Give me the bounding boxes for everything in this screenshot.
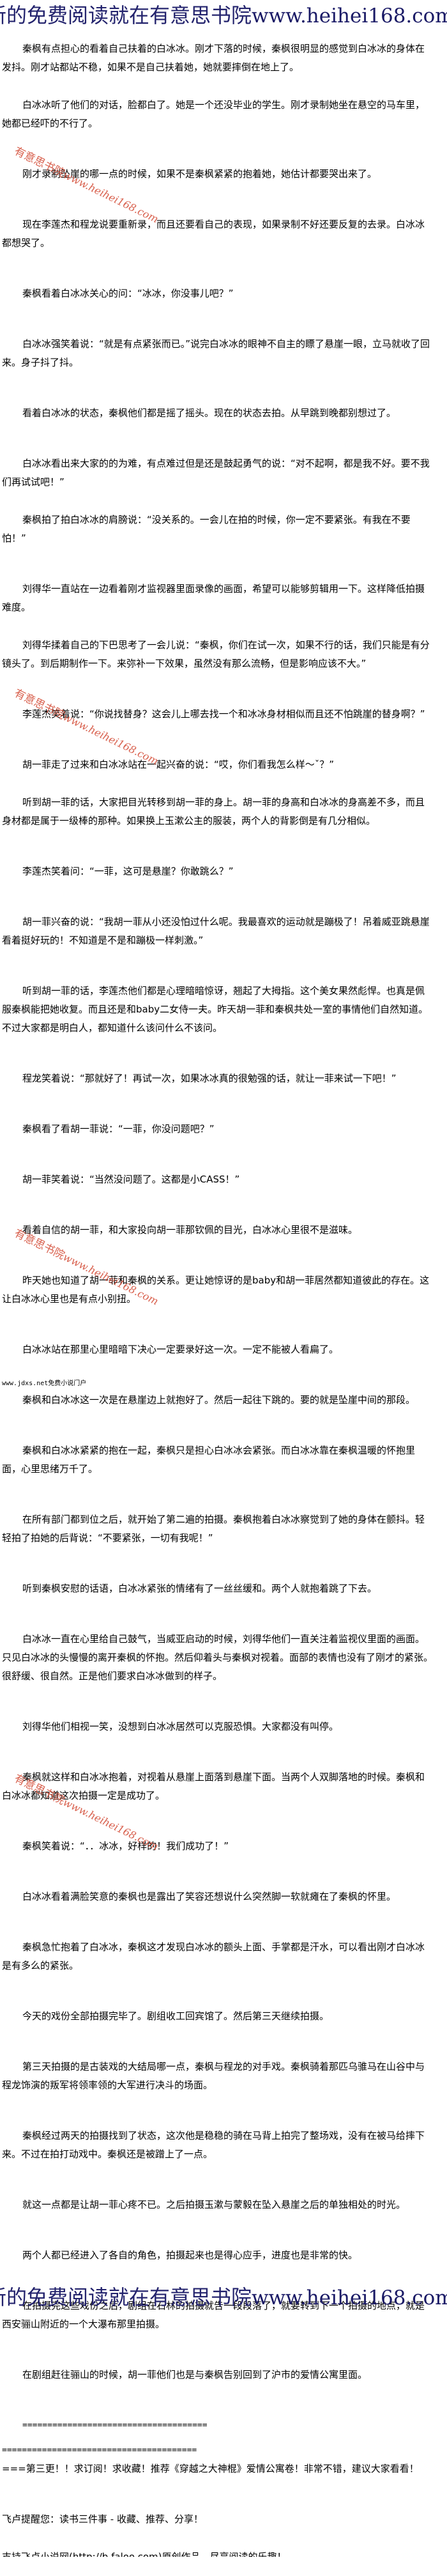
- paragraph: 秦枫看着白冰冰关心的问：“冰冰，你没事儿吧？”: [22, 288, 234, 299]
- paragraph: 昨天她也知道了胡一菲和秦枫的关系。更让她惊讶的是baby和胡一菲居然都知道彼此的…: [2, 1275, 430, 1305]
- divider: =======================================: [2, 2446, 197, 2455]
- paragraph: 胡一菲兴奋的说：“我胡一菲从小还没怕过什么呢。我最喜欢的运动就是蹦极了！吊着威亚…: [2, 916, 430, 946]
- paragraph: 白冰冰站在那里心里暗暗下决心一定要录好这一次。一定不能被人看扁了。: [22, 1344, 339, 1355]
- paragraph: 两个人都已经进入了各自的角色，拍摄起来也是得心应手，进度也是非常的快。: [22, 2249, 358, 2261]
- author-note: ===第三更！！求订阅！求收藏！推荐《穿越之大神棍》爱情公寓卷！非常不错，建议大…: [2, 2463, 419, 2474]
- banner-url[interactable]: www.heihei168.com: [252, 4, 447, 27]
- paragraph: 刘得华一直站在一边看着刚才监视器里面录像的画面，希望可以能够剪辑用一下。这样降低…: [2, 583, 425, 613]
- paragraph: 秦枫经过两天的拍摄找到了状态，这次他是稳稳的骑在马背上拍完了整场戏，没有在被马给…: [2, 2130, 425, 2160]
- paragraph: 秦枫就这样和白冰冰抱着，对视着从悬崖上面落到悬崖下面。当两个人双脚落地的时候。秦…: [2, 1771, 425, 1801]
- paragraph: 秦枫急忙抱着了白冰冰，秦枫这才发现白冰冰的额头上面、手掌都是汗水，可以看出刚才白…: [2, 1941, 425, 1971]
- paragraph: 第三天拍摄的是古装戏的大结局哪一点，秦枫与程龙的对手戏。秦枫骑着那匹乌骓马在山谷…: [2, 2061, 425, 2091]
- paragraph: 秦枫拍了拍白冰冰的肩膀说：“没关系的。一会儿在拍的时候，你一定不要紧张。有我在不…: [2, 514, 411, 544]
- paragraph: 秦枫和白冰冰这一次是在悬崖边上就抱好了。然后一起往下跳的。要的就是坠崖中间的那段…: [22, 1394, 416, 1406]
- paragraph: 今天的戏份全部拍摄完毕了。剧组收工回宾馆了。然后第三天继续拍摄。: [22, 2010, 330, 2022]
- paragraph: 白冰冰看着满脸笑意的秦枫也是露出了笑容还想说什么突然脚一软就瘫在了秦枫的怀里。: [22, 1891, 397, 1902]
- site-banner-top: 新的免费阅读就在有意思书院www.heihei168.com: [0, 1, 447, 29]
- paragraph: 在剧组赶往骊山的时候，胡一菲他们也是与秦枫告别回到了沪市的爱情公寓里面。: [22, 2369, 368, 2380]
- divider: =====================================: [22, 2421, 208, 2430]
- reading-reminder: 飞卢提醒您：读书三件事 - 收藏、推荐、分享！: [2, 2513, 203, 2525]
- paragraph: 秦枫和白冰冰紧紧的抱在一起，秦枫只是担心白冰冰会紧张。而白冰冰靠在秦枫温暖的怀抱…: [2, 1445, 416, 1475]
- paragraph: 刘得华揉着自己的下巴思考了一会儿说：“秦枫，你们在试一次，如果不行的话，我们只能…: [2, 639, 430, 669]
- paragraph: 李莲杰笑着说：“你说找替身？这会儿上哪去找一个和冰冰身材相似而且还不怕跳崖的替身…: [22, 708, 425, 720]
- paragraph: 刚才录制坠崖的哪一点的时候，如果不是秦枫紧紧的抱着她，她估计都要哭出来了。: [22, 168, 377, 180]
- site-note-link[interactable]: www.jdxs.net免费小说门户: [2, 1380, 87, 1387]
- paragraph: 白冰冰强笑着说：“就是有点紧张而已。”说完白冰冰的眼神不自主的瞟了悬崖一眼，立马…: [2, 338, 430, 368]
- banner-url[interactable]: www.heihei168.com: [252, 2286, 447, 2309]
- chapter-content: 秦枫有点担心的看着自己扶着的白冰冰。刚才下落的时候，秦枫很明显的感觉到白冰冰的身…: [2, 40, 434, 2576]
- paragraph: 看着白冰冰的状态，秦枫他们都是摇了摇头。现在的状态去拍。从早跳到晚都别想过了。: [22, 407, 397, 419]
- paragraph: 白冰冰看出来大家的的为难，有点难过但是还是鼓起勇气的说：“对不起啊，都是我不好。…: [2, 458, 430, 488]
- paragraph: 程龙笑着说：“那就好了！再试一次，如果冰冰真的很勉强的话，就让一菲来试一下吧！”: [22, 1073, 397, 1084]
- paragraph: 听到秦枫安慰的话语，白冰冰紧张的情绪有了一丝丝缓和。两个人就抱着跳了下去。: [22, 1583, 377, 1594]
- paragraph: 白冰冰听了他们的对话，脸都白了。她是一个还没毕业的学生。刚才录制她坐在悬空的马车…: [2, 99, 425, 129]
- paragraph: 在所有部门都到位之后，就开始了第二遍的拍摄。秦枫抱着白冰冰察觉到了她的身体在颤抖…: [2, 1514, 425, 1544]
- paragraph: 胡一菲笑着说：“当然没问题了。这都是小CASS！”: [22, 1174, 240, 1185]
- paragraph: 现在李莲杰和程龙说要重新录，而且还要看自己的表现，如果录制不好还要反复的去录。白…: [2, 219, 425, 249]
- paragraph: 听到胡一菲的话，李莲杰他们都是心理暗暗惊讶，翘起了大拇指。这个美女果然彪悍。也真…: [2, 985, 428, 1034]
- paragraph: 就这一点都是让胡一菲心疼不已。之后拍摄玉漱与蒙毅在坠入悬崖之后的单独相处的时光。: [22, 2199, 406, 2210]
- paragraph: 秦枫有点担心的看着自己扶着的白冰冰。刚才下落的时候，秦枫很明显的感觉到白冰冰的身…: [2, 43, 425, 73]
- paragraph: 看着自信的胡一菲，和大家投向胡一菲那钦佩的目光，白冰冰心里很不是滋味。: [22, 1224, 358, 1236]
- banner-text: 新的免费阅读就在有意思书院: [0, 2285, 252, 2309]
- paragraph: 秦枫看了看胡一菲说：“一菲，你没问题吧？”: [22, 1123, 215, 1135]
- paragraph: 听到胡一菲的话，大家把目光转移到胡一菲的身上。胡一菲的身高和白冰冰的身高差不多，…: [2, 796, 425, 826]
- paragraph: 李莲杰笑着问：“一菲，这可是悬崖？你敢跳么？”: [22, 865, 234, 877]
- paragraph: 秦枫笑着说：“．．冰冰，好样的！我们成功了！”: [22, 1840, 229, 1852]
- banner-text: 新的免费阅读就在有意思书院: [0, 3, 252, 27]
- paragraph: 刘得华他们相视一笑，没想到白冰冰居然可以克服恐惧。大家都没有叫停。: [22, 1721, 339, 1732]
- paragraph: 胡一菲走了过来和白冰冰站在一起兴奋的说：“哎，你们看我怎么样～ˇ？”: [22, 759, 335, 770]
- paragraph: 白冰冰一直在心里给自己鼓气，当威亚启动的时候，刘得华他们一直关注着监视仪里面的画…: [2, 1633, 434, 1682]
- site-banner-bottom: 新的免费阅读就在有意思书院www.heihei168.com: [0, 2283, 447, 2311]
- support-line: 支持飞卢小说网(http://b.faloo.com)原创作品，尽享阅读的乐趣！: [2, 2551, 287, 2557]
